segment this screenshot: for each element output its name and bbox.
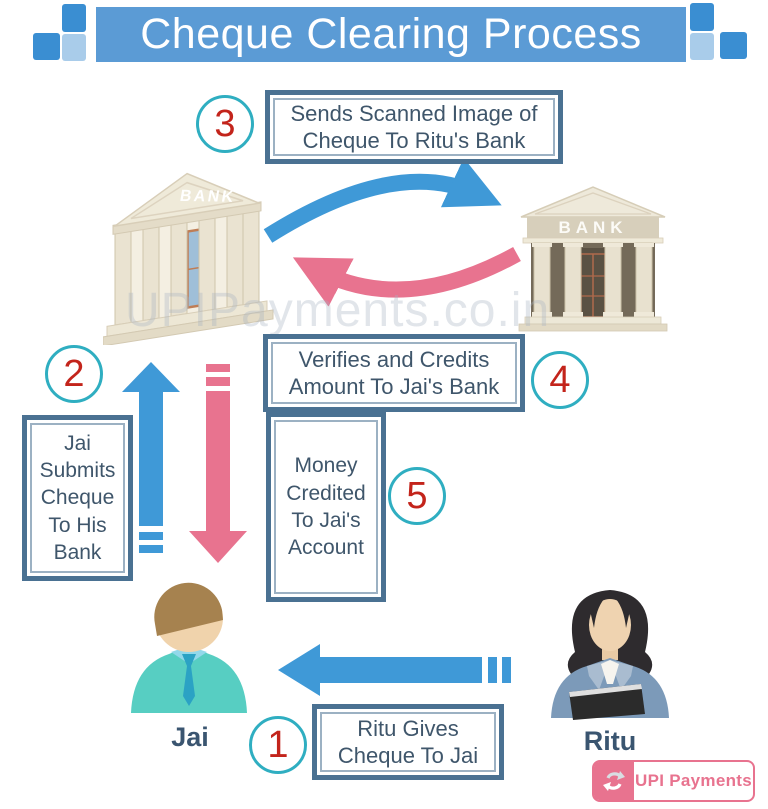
- cheque-submit-up-arrow: [122, 362, 180, 526]
- step-2-line-3: Cheque: [40, 486, 115, 510]
- step-2-line-5: Bank: [53, 540, 102, 564]
- deco-square-left-bottom: [62, 34, 86, 61]
- step-5-line-2: Credited: [286, 481, 366, 505]
- interbank-exchange-arrows: [263, 157, 521, 307]
- ritu-avatar-icon: [551, 590, 669, 720]
- bank-right-frieze: [527, 217, 659, 238]
- jai-label: Jai: [171, 722, 209, 752]
- jai-hair: [154, 582, 223, 636]
- step-3-number: 3: [196, 95, 254, 153]
- step-5-box: Money Credited To Jai's Account: [266, 412, 386, 602]
- step-3-digit: 3: [214, 103, 236, 145]
- sync-arrows-icon: [594, 762, 634, 800]
- step-3-line-2: Cheque To Ritu's Bank: [302, 128, 526, 153]
- bank-right-label: BANK: [558, 218, 627, 237]
- money-credit-down-arrow: [206, 391, 230, 531]
- deco-square-right-top: [690, 3, 714, 31]
- ritu-face: [589, 599, 631, 651]
- step-4-box: Verifies and Credits Amount To Jai's Ban…: [263, 334, 525, 412]
- ritu-bank-building-icon: BANK: [518, 186, 668, 332]
- step-2-box: Jai Submits Cheque To His Bank: [22, 415, 133, 581]
- step-1-number: 1: [249, 716, 307, 774]
- title-banner: Cheque Clearing Process: [96, 7, 686, 62]
- step-4-line-1: Verifies and Credits: [298, 346, 490, 372]
- step-1-line-1: Ritu Gives: [357, 715, 459, 741]
- ritu-label: Ritu: [583, 726, 637, 756]
- step-4-digit: 4: [549, 359, 571, 401]
- step-5-number: 5: [388, 467, 446, 525]
- bank-left-roof: [112, 172, 262, 228]
- step-5-line-1: Money: [294, 454, 358, 478]
- step-4-number: 4: [531, 351, 589, 409]
- deco-square-left-low: [33, 33, 60, 60]
- step-1-line-2: Cheque To Jai: [337, 743, 479, 768]
- deco-square-right-bottom: [690, 33, 714, 60]
- credit-back-arrow: [292, 246, 521, 307]
- scan-send-arrow: [263, 157, 502, 243]
- step-1-box: Ritu Gives Cheque To Jai: [312, 704, 504, 780]
- jai-tie: [182, 654, 196, 706]
- step-3-box: Sends Scanned Image of Cheque To Ritu's …: [265, 90, 563, 164]
- step-5-digit: 5: [406, 475, 428, 517]
- cheque-handover-arrow: [278, 644, 511, 696]
- deposit-credit-vertical-arrows: [122, 362, 247, 563]
- step-5-line-4: Account: [288, 536, 364, 560]
- step-4-line-2: Amount To Jai's Bank: [288, 374, 500, 399]
- step-2-line-4: To His: [48, 513, 107, 537]
- deco-square-left-top: [62, 4, 86, 32]
- deco-square-right-low: [720, 32, 747, 59]
- step-2-digit: 2: [63, 353, 85, 395]
- bank-left-label: BANK: [179, 187, 237, 206]
- jai-avatar-icon: [131, 582, 247, 713]
- step-5-line-3: To Jai's: [291, 509, 361, 532]
- page-title: Cheque Clearing Process: [140, 10, 642, 58]
- step-2-line-1: Jai: [64, 431, 91, 455]
- jai-bank-building-icon: BANK: [103, 172, 274, 345]
- step-2-number: 2: [45, 345, 103, 403]
- step-2-line-2: Submits: [39, 459, 116, 483]
- step-3-line-1: Sends Scanned Image of: [290, 100, 538, 126]
- upi-payments-logo: UPI Payments: [592, 760, 755, 802]
- step-1-digit: 1: [267, 724, 289, 766]
- logo-text: UPI Payments: [635, 771, 752, 790]
- bank-right-columns: [532, 242, 654, 318]
- ritu-blouse: [601, 660, 619, 684]
